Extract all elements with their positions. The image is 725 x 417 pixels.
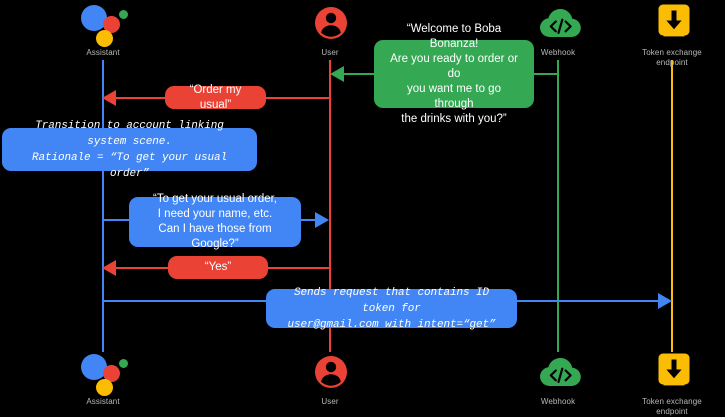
actor-assistant-top: Assistant	[43, 2, 163, 58]
download-box-glyph	[658, 4, 690, 37]
note-transition-account-linking: Transition to account linking system sce…	[2, 120, 257, 180]
user-avatar-icon	[270, 351, 390, 397]
actor-label-user: User	[321, 48, 339, 57]
actor-label-assistant: Assistant	[86, 48, 120, 57]
message-bubble-need-your-name: “To get your usual order, I need your na…	[129, 193, 301, 250]
lifeline-user	[329, 60, 331, 352]
actor-user-top: User	[270, 2, 390, 58]
cloud-code-glyph	[540, 358, 581, 386]
note-sends-request: Sends request that contains ID token for…	[266, 287, 517, 331]
arrow-head-yes	[102, 260, 116, 276]
actor-webhook-bottom: Webhook	[498, 351, 618, 407]
actor-user-bottom: User	[270, 351, 390, 407]
arrow-head-need-your-name	[315, 212, 329, 228]
actor-token-endpoint-bottom: Token exchange endpoint	[612, 351, 725, 417]
actor-token-endpoint-top: Token exchange endpoint	[612, 2, 725, 68]
user-avatar-glyph	[315, 356, 347, 388]
arrow-head-order-my-usual	[102, 90, 116, 106]
actor-label-token-endpoint: Token exchange endpoint	[642, 397, 702, 416]
download-box-icon	[612, 2, 725, 48]
user-avatar-icon	[270, 2, 390, 48]
actor-webhook-top: Webhook	[498, 2, 618, 58]
message-bubble-welcome: “Welcome to Boba Bonanza! Are you ready …	[374, 23, 534, 125]
google-assistant-icon	[43, 2, 163, 48]
download-box-icon	[612, 351, 725, 397]
cloud-code-glyph	[540, 9, 581, 38]
actor-label-webhook: Webhook	[540, 397, 576, 406]
user-avatar-glyph	[315, 7, 347, 39]
message-bubble-order-my-usual: “Order my usual”	[165, 84, 266, 111]
actor-label-token-endpoint: Token exchange endpoint	[642, 48, 702, 67]
cloud-code-icon	[498, 351, 618, 397]
cloud-code-icon	[498, 2, 618, 48]
lifeline-assistant	[102, 60, 104, 352]
lifeline-token-exchange-endpoint	[671, 60, 673, 352]
arrow-head-welcome	[330, 66, 344, 82]
lifeline-webhook	[557, 60, 559, 352]
actor-label-user: User	[321, 397, 339, 406]
arrow-head-sends-request	[658, 293, 672, 309]
message-bubble-yes: “Yes”	[168, 256, 268, 279]
actor-assistant-bottom: Assistant	[43, 351, 163, 407]
google-assistant-icon	[43, 351, 163, 397]
actor-label-assistant: Assistant	[86, 397, 120, 406]
download-box-glyph	[658, 353, 690, 386]
actor-label-webhook: Webhook	[540, 48, 576, 57]
